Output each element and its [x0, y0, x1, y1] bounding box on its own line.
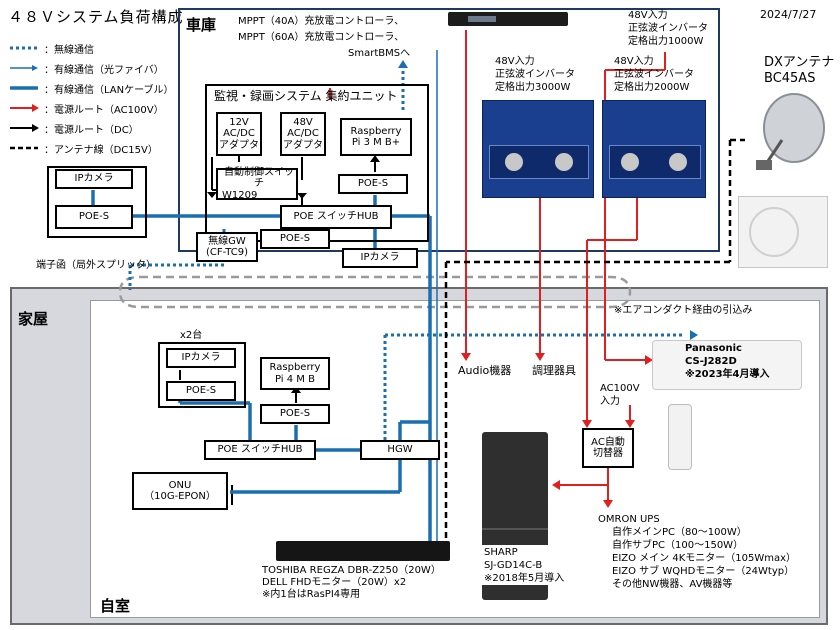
mppt-note-line2: MPPT（60A）充放電コントローラ、	[238, 32, 405, 43]
legend-label: ：有線通信（光ファイバ）	[44, 64, 164, 76]
legend-label: ：電源ルート（DC）	[44, 124, 139, 136]
ups-load-4: EIZO サブ WQHDモニター（24Wtyp）	[612, 566, 795, 577]
inverter-3000w-line1: 48V入力	[495, 56, 535, 67]
ip-camera-garage: IPカメラ	[342, 248, 418, 268]
ac100v-input-line2: 入力	[600, 396, 620, 407]
aircon-outdoor-unit-image	[738, 196, 828, 268]
legend-antenna: ：アンテナ線（DC15V）	[8, 141, 158, 156]
cooking-label: 調理器具	[532, 364, 576, 377]
poe-switch-hub-garage: POE スイッチHUB	[280, 205, 392, 229]
legend-dc: ：電源ルート（DC）	[8, 121, 139, 136]
ip-camera-house: IPカメラ	[166, 348, 236, 368]
inverter-1000w-image	[448, 12, 568, 26]
antenna-label-line2: BC45AS	[764, 71, 816, 86]
sharp-line2: SJ-GD14C-B	[484, 560, 543, 571]
hgw: HGW	[360, 440, 440, 460]
ups-load-2: 自作サブPC（100～150W）	[612, 540, 744, 551]
inverter-2000w-line3: 定格出力2000W	[614, 82, 690, 93]
poe-s-unit: POE-S	[338, 174, 408, 194]
recorder-image	[276, 541, 450, 561]
poe-s-gw: POE-S	[260, 229, 330, 249]
poe-s-rpi: POE-S	[260, 404, 330, 424]
sharp-line3: ※2018年5月導入	[484, 573, 565, 584]
inverter-2000w-line2: 正弦波インバータ	[614, 69, 694, 80]
sharp-line1: SHARP	[484, 547, 518, 558]
inverter-1000w-line3: 定格出力1000W	[628, 36, 704, 47]
inverter-2000w-image	[602, 100, 706, 198]
aircon-duct-note: ※エアコンダクト経由の引込み	[614, 305, 753, 316]
house-label: 家屋	[18, 310, 49, 328]
legend-label: ：有線通信（LANケーブル）	[44, 84, 174, 96]
monitoring-unit-title: 監視・録画システム 集約ユニット	[214, 89, 398, 103]
panasonic-line3: ※2023年4月導入	[685, 369, 770, 380]
legend-wireless: ：無線通信	[8, 41, 94, 56]
inverter-2000w-line1: 48V入力	[614, 56, 654, 67]
ac100v-input-line1: AC100V	[600, 383, 640, 394]
tv-note-line2: DELL FHDモニター（20W）x2	[262, 577, 407, 588]
ip-camera-house-group	[158, 342, 246, 408]
panasonic-line2: CS-J282D	[685, 356, 737, 367]
mppt-note-line3: SmartBMSへ	[348, 48, 411, 59]
dashed-black-line-icon	[10, 146, 38, 150]
wireless-gateway: 無線GW(CF-TC9)	[196, 232, 258, 262]
inverter-3000w-image	[482, 100, 594, 198]
satellite-dish-image	[756, 93, 825, 170]
legend-label: ：無線通信	[44, 44, 94, 56]
inverter-1000w-line1: 48V入力	[628, 10, 668, 21]
ip-camera-left: IPカメラ	[55, 169, 133, 189]
antenna-label-line1: DXアンテナ	[764, 55, 835, 70]
ups-load-1: 自作メインPC（80～100W）	[612, 527, 747, 538]
garage-label: 車庫	[186, 16, 217, 34]
inverter-1000w-line2: 正弦波インバータ	[628, 23, 708, 34]
date-label: 2024/7/27	[760, 8, 817, 21]
legend-lan: ：有線通信（LANケーブル）	[8, 81, 174, 96]
ac-auto-switch: AC自動切替器	[582, 428, 634, 468]
poe-s-left: POE-S	[55, 205, 133, 229]
tv-note-line3: ※内1台はRasPI4専用	[262, 589, 361, 600]
poe-switch-hub-house: POE スイッチHUB	[204, 440, 316, 460]
tv-note-line1: TOSHIBA REGZA DBR-Z250（20W）	[262, 565, 441, 576]
inverter-3000w-line2: 正弦波インバータ	[495, 69, 575, 80]
inverter-3000w-line3: 定格出力3000W	[495, 82, 571, 93]
room-label: 自室	[100, 597, 131, 615]
legend-label: ：電源ルート（AC100V）	[44, 104, 164, 116]
dotted-blue-line-icon	[10, 46, 38, 50]
camera-count: x2台	[180, 330, 203, 341]
ups-load-3: EIZO メイン 4Kモニター（105Wmax）	[612, 553, 797, 564]
thin-blue-line-icon	[10, 65, 38, 71]
mppt-note-line1: MPPT（40A）充放電コントローラ、	[238, 16, 405, 27]
terminal-box-label: 端子函（局外スプリッタ）	[36, 260, 156, 271]
thick-blue-line-icon	[10, 86, 38, 90]
ups-load-5: その他NW機器、AV機器等	[612, 579, 733, 590]
black-arrow-icon	[10, 124, 39, 132]
ups-title: OMRON UPS	[598, 514, 660, 525]
onu: ONU（10G-EPON）	[132, 472, 228, 510]
aircon-remote-image	[668, 404, 692, 470]
audio-label: Audio機器	[458, 364, 512, 377]
legend-label: ：アンテナ線（DC15V）	[44, 144, 158, 156]
garage-area	[178, 8, 720, 252]
legend-ac: ：電源ルート（AC100V）	[8, 101, 164, 116]
terminal-box-outline	[118, 275, 632, 309]
legend-fiber: ：有線通信（光ファイバ）	[8, 61, 164, 76]
panasonic-line1: Panasonic	[685, 343, 742, 354]
red-arrow-icon	[10, 104, 39, 112]
ip-camera-left-group	[47, 166, 147, 238]
poe-s-camera: POE-S	[166, 381, 236, 401]
diagram-title: ４８Ｖシステム負荷構成	[8, 8, 184, 26]
aircon-indoor-unit-image	[652, 340, 802, 390]
